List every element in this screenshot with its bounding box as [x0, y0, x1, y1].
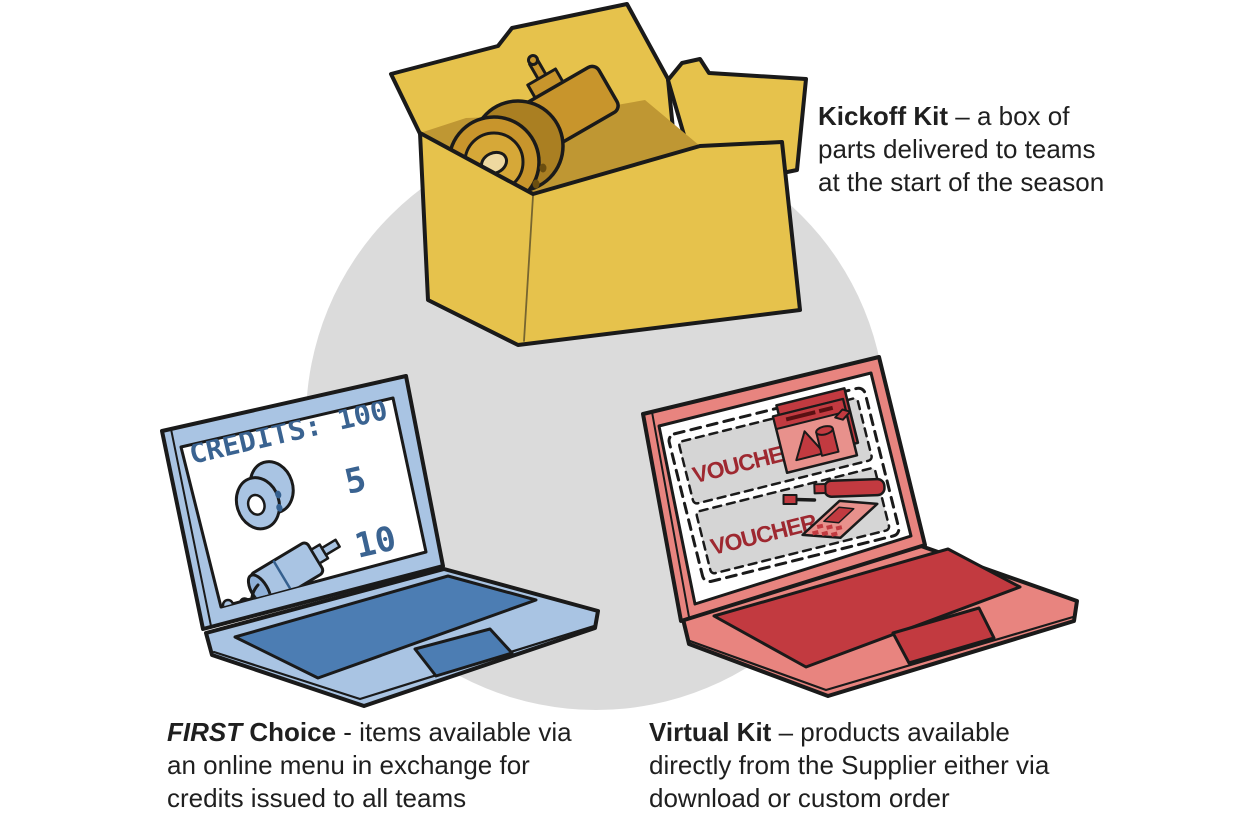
first-choice-laptop: CREDITS: 100 5 10 — [160, 374, 600, 708]
blue-laptop-screen — [179, 396, 428, 609]
voucher-outer-dashed-border — [667, 386, 901, 584]
red-laptop-base-edge — [688, 615, 1075, 692]
first-choice-caption-separator: - — [343, 717, 352, 747]
first-choice-caption-title-italic: FIRST — [167, 717, 243, 747]
wheel-icon — [234, 460, 295, 531]
virtual-kit-caption-separator: – — [778, 717, 794, 747]
virtual-kit-caption: Virtual Kit – products available directl… — [649, 716, 1079, 815]
first-choice-caption: FIRST Choice - items available via an on… — [167, 716, 587, 815]
kickoff-kit-caption-separator: – — [955, 101, 970, 131]
circuit-board-icon — [782, 477, 886, 540]
red-laptop-keyboard — [712, 547, 1022, 669]
virtual-kit-caption-body: products available directly from the Sup… — [649, 717, 1050, 813]
blue-laptop-keyboard — [233, 574, 538, 680]
blue-laptop-base-edge — [212, 624, 596, 701]
motor-price-label: 10 — [351, 519, 400, 567]
kickoff-kit-caption-title: Kickoff Kit — [818, 101, 948, 131]
kickoff-kit-caption-body: a box of parts delivered to teams at the… — [818, 101, 1105, 197]
blue-laptop-lid-side-edge — [170, 428, 212, 627]
red-laptop-touchpad — [891, 606, 996, 665]
kickoff-kit-box — [389, 2, 808, 347]
virtual-kit-laptop: VOUCHER VOUCHER — [641, 355, 1079, 698]
kickoff-kit-caption: Kickoff Kit – a box of parts delivered t… — [818, 100, 1118, 199]
blue-laptop-touchpad — [413, 627, 514, 678]
motor-icon — [246, 538, 341, 607]
first-choice-caption-body: items available via an online menu in ex… — [167, 717, 572, 813]
first-choice-caption-title: Choice — [249, 717, 337, 747]
red-laptop-lid-side-edge — [651, 411, 690, 618]
cad-window-icon — [771, 387, 860, 475]
box-front-crease — [523, 195, 534, 342]
box-body — [418, 131, 802, 347]
virtual-kit-caption-title: Virtual Kit — [649, 717, 772, 747]
